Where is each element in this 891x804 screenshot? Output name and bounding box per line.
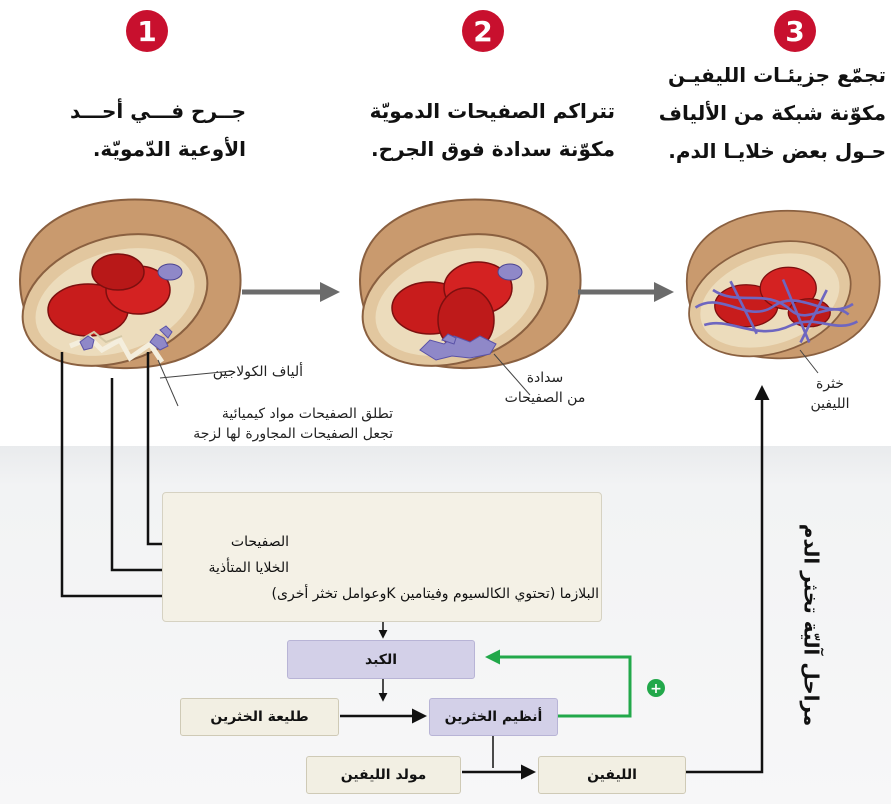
clot-leader-line — [799, 349, 819, 374]
panel-item-platelets: الصفيحات — [230, 534, 289, 550]
platelet-release-leader-line — [157, 359, 179, 407]
platelet-release-label: تطلق الصفيحات مواد كيميائية تجعل الصفيحا… — [193, 404, 393, 444]
clotting-stages-title: مراحل آليّة تخثر الدم — [776, 505, 846, 745]
fibrin-clot-label-line-2: الليفين — [810, 396, 850, 412]
vessel-platelet-plug-illustration — [358, 198, 582, 370]
clotting-factors-panel — [162, 492, 602, 622]
platelet-release-label-line-2: تجعل الصفيحات المجاورة لها لزجة — [193, 426, 393, 442]
panel-item-damaged-cells: الخلايا المتأذية — [208, 560, 289, 576]
collagen-label: ألياف الكولاجين — [212, 364, 303, 380]
plasma-connector-arrow — [60, 352, 197, 604]
feedback-arrow — [485, 649, 632, 718]
step-1-to-2-arrow — [242, 282, 340, 302]
fibrin-to-clot-arrow — [686, 385, 770, 774]
vessel-wound-illustration — [18, 198, 242, 370]
platelet-plug-label-line-1: سدادة — [526, 370, 564, 386]
step-3-caption-line-3: حـول بعض خلايـا الدم. — [668, 139, 886, 163]
thrombin-box: أنظيم الخثرين — [429, 698, 558, 736]
platelet-plug-label-line-2: من الصفيحات — [504, 390, 586, 406]
liver-box: الكبد — [287, 640, 475, 679]
fibrinogen-box: مولد الليفين — [306, 756, 461, 794]
step-2-badge: 2 — [462, 10, 504, 52]
step-3-badge: 3 — [774, 10, 816, 52]
step-1-caption: جــرح فـــي أحـــد الأوعية الدّمويّة. — [70, 92, 246, 168]
step-1-caption-line-2: الأوعية الدّمويّة. — [92, 137, 246, 161]
fibrin-box: الليفين — [538, 756, 686, 794]
panel-item-plasma: البلازما (تحتوي الكالسيوم وفيتامين Kوعوا… — [271, 586, 599, 602]
step-2-to-3-arrow — [578, 282, 674, 302]
platelet-release-label-line-1: تطلق الصفيحات مواد كيميائية — [221, 406, 393, 422]
collagen-leader-line — [159, 370, 233, 379]
vessel-fibrin-clot-illustration — [685, 209, 881, 360]
clotting-stages-title-text: مراحل آليّة تخثر الدم — [799, 523, 824, 727]
step-2-caption-line-1: تتراكم الصفيحات الدمويّة — [369, 99, 615, 123]
step-1-badge: 1 — [126, 10, 168, 52]
platelet-plug-label: سدادة من الصفيحات — [500, 368, 590, 408]
positive-feedback-symbol: + — [650, 681, 662, 697]
fibrin-clot-label-line-1: خثرة — [816, 376, 844, 392]
prothrombin-box: طليعة الخثرين — [180, 698, 339, 736]
step-3-caption: تجمّع جزيئـات الليفيـن مكوّنة شبكة من ال… — [656, 56, 886, 170]
fibrin-clot-label: خثرة الليفين — [800, 374, 860, 414]
positive-feedback-icon — [647, 679, 665, 697]
step-3-caption-line-1: تجمّع جزيئـات الليفيـن — [668, 63, 886, 87]
step-2-caption-line-2: مكوّنة سدادة فوق الجرح. — [371, 137, 615, 161]
plug-leader-line — [493, 353, 531, 396]
step-1-caption-line-1: جــرح فـــي أحـــد — [69, 99, 246, 123]
step-3-caption-line-2: مكوّنة شبكة من الألياف — [658, 101, 886, 125]
step-2-caption: تتراكم الصفيحات الدمويّة مكوّنة سدادة فو… — [370, 92, 615, 168]
